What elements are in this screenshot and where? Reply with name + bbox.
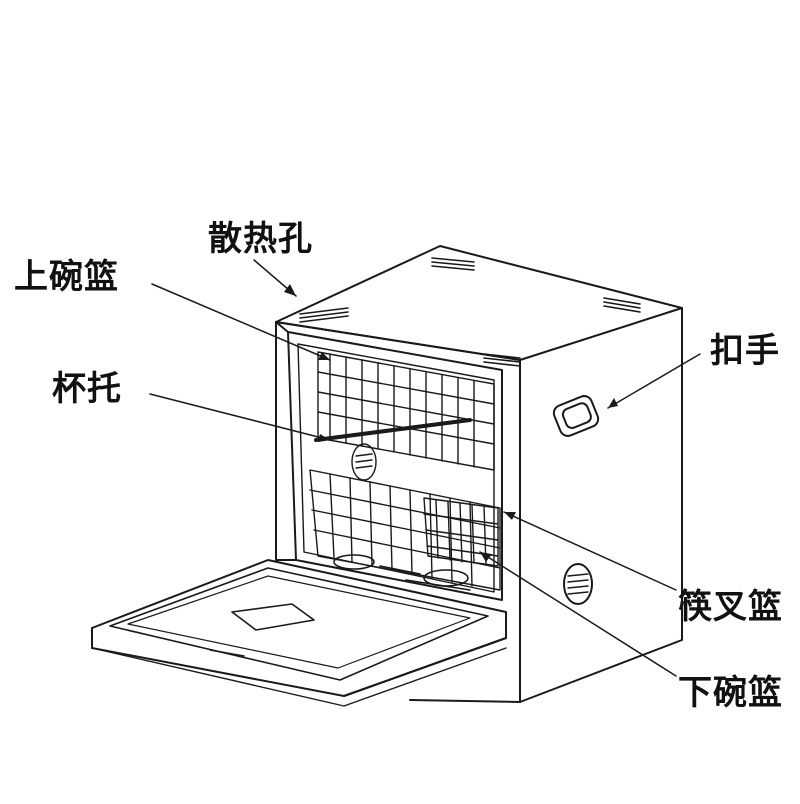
open-door [91,559,507,707]
label-upper-basket: 上碗篮 [14,257,119,297]
lower-basket-drawing [309,469,501,591]
label-vent: 散热孔 [208,219,313,259]
label-handle: 扣手 [710,331,780,371]
label-lower-basket: 下碗篮 [678,673,783,713]
arrowheads [284,284,618,562]
vent-slots [299,257,641,367]
side-vent [563,563,593,605]
label-cup-rack: 杯托 [52,369,122,409]
cabinet [275,245,683,703]
inner-vent [351,443,377,481]
upper-basket-drawing [314,351,495,471]
cutlery-basket-drawing [423,497,499,567]
label-cutlery-basket: 筷叉篮 [678,587,783,627]
cavity [275,321,503,601]
spray-arms [333,554,471,591]
side-handle [552,395,600,437]
leader-lines [149,259,701,677]
